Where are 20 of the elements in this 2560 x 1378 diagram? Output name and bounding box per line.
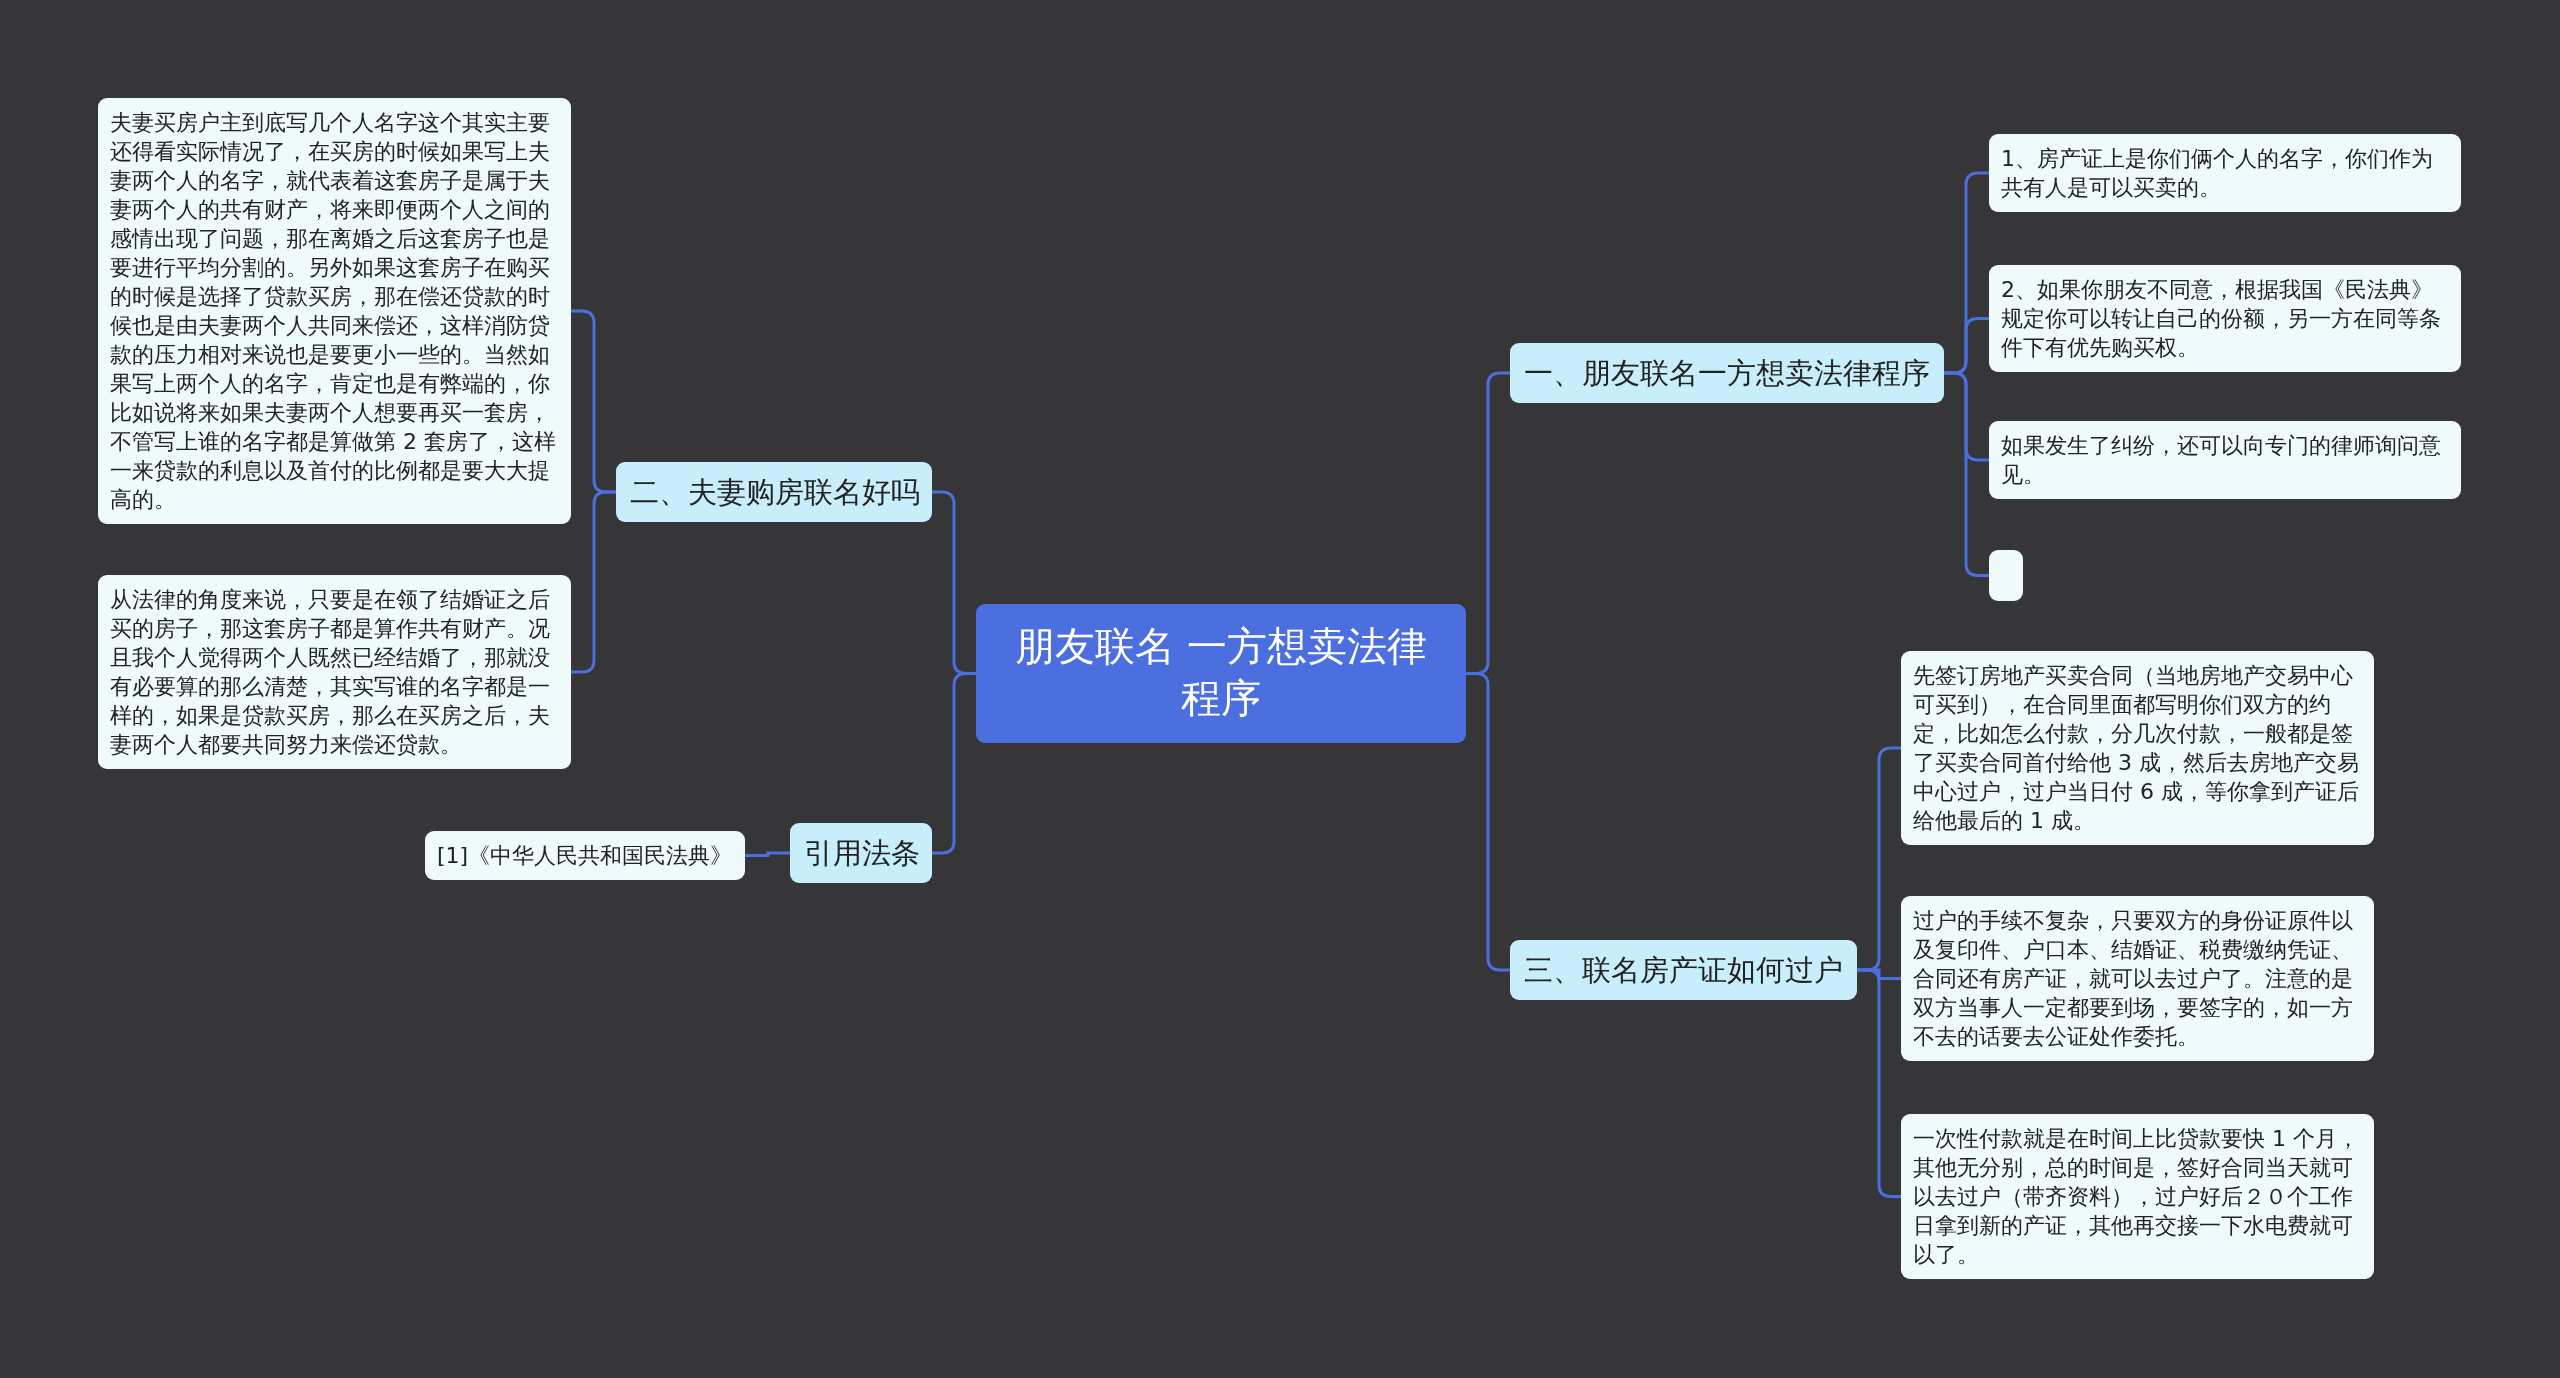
central-topic-box: 朋友联名 一方想卖法律程序 <box>976 604 1466 743</box>
connector-line <box>1466 672 1510 972</box>
note-box: 过户的手续不复杂，只要双方的身份证原件以及复印件、户口本、结婚证、税费缴纳凭证、合同还有房产证，就可以去过户了。注意的是双方当事人一定都要到场，要签字的，如一方不去的话要去公证处作委托。 <box>1901 896 2374 1061</box>
note-box: 先签订房地产买卖合同（当地房地产交易中心可买到），在合同里面都写明你们双方的约定，比如怎么付款，分几次付款，一般都是签了买卖合同首付给他 3 成，然后去房地产交易中心过户，过户当日付 6 成，等你拿到产证后给他最后的 1 成。 <box>1901 651 2374 845</box>
connector-line <box>745 851 790 857</box>
topic-box: 二、夫妻购房联名好吗 <box>616 462 932 522</box>
topic-box: 引用法条 <box>790 823 932 883</box>
note-box: 如果发生了纠纷，还可以向专门的律师询问意见。 <box>1989 421 2461 499</box>
note-box: 1、房产证上是你们俩个人的名字，你们作为共有人是可以买卖的。 <box>1989 134 2461 212</box>
note-box: 一次性付款就是在时间上比贷款要快 1 个月，其他无分别，总的时间是，签好合同当天就可以去过户（带齐资料），过户好后２０个工作日拿到新的产证，其他再交接一下水电费就可以了。 <box>1901 1114 2374 1279</box>
topic-box: 三、联名房产证如何过户 <box>1510 940 1857 1000</box>
note-box: 夫妻买房户主到底写几个人名字这个其实主要还得看实际情况了，在买房的时候如果写上夫妻两个人的名字，就代表着这套房子是属于夫妻两个人的共有财产，将来即便两个人之间的感情出现了问题，那在离婚之后这套房子也是要进行平均分割的。另外如果这套房子在购买的时候是选择了贷款买房，那在偿还贷款的时候也是由夫妻两个人共同来偿还，这样消防贷款的压力相对来说也是要更小一些的。当然如果写上两个人的名字，肯定也是有弊端的，你比如说将来如果夫妻两个人想要再买一套房，不管写上谁的名字都是算做第 2 套房了，这样一来贷款的利息以及首付的比例都是要大大提高的。 <box>98 98 571 524</box>
connector-line <box>1857 968 1901 1198</box>
connector-line <box>571 490 616 674</box>
note-box: 2、如果你朋友不同意，根据我国《民法典》规定你可以转让自己的份额，另一方在同等条件下有优先购买权。 <box>1989 265 2461 372</box>
empty-box <box>1989 550 2023 601</box>
topic-box: 一、朋友联名一方想卖法律程序 <box>1510 343 1944 403</box>
connector-line <box>932 672 976 855</box>
note-box: [1]《中华人民共和国民法典》 <box>425 831 745 880</box>
note-box: 从法律的角度来说，只要是在领了结婚证之后买的房子，那这套房子都是算作共有财产。况且我个人觉得两个人既然已经结婚了，那就没有必要算的那么清楚，其实写谁的名字都是一样的，如果是贷款买房，那么在买房之后，夫妻两个人都要共同努力来偿还贷款。 <box>98 575 571 769</box>
